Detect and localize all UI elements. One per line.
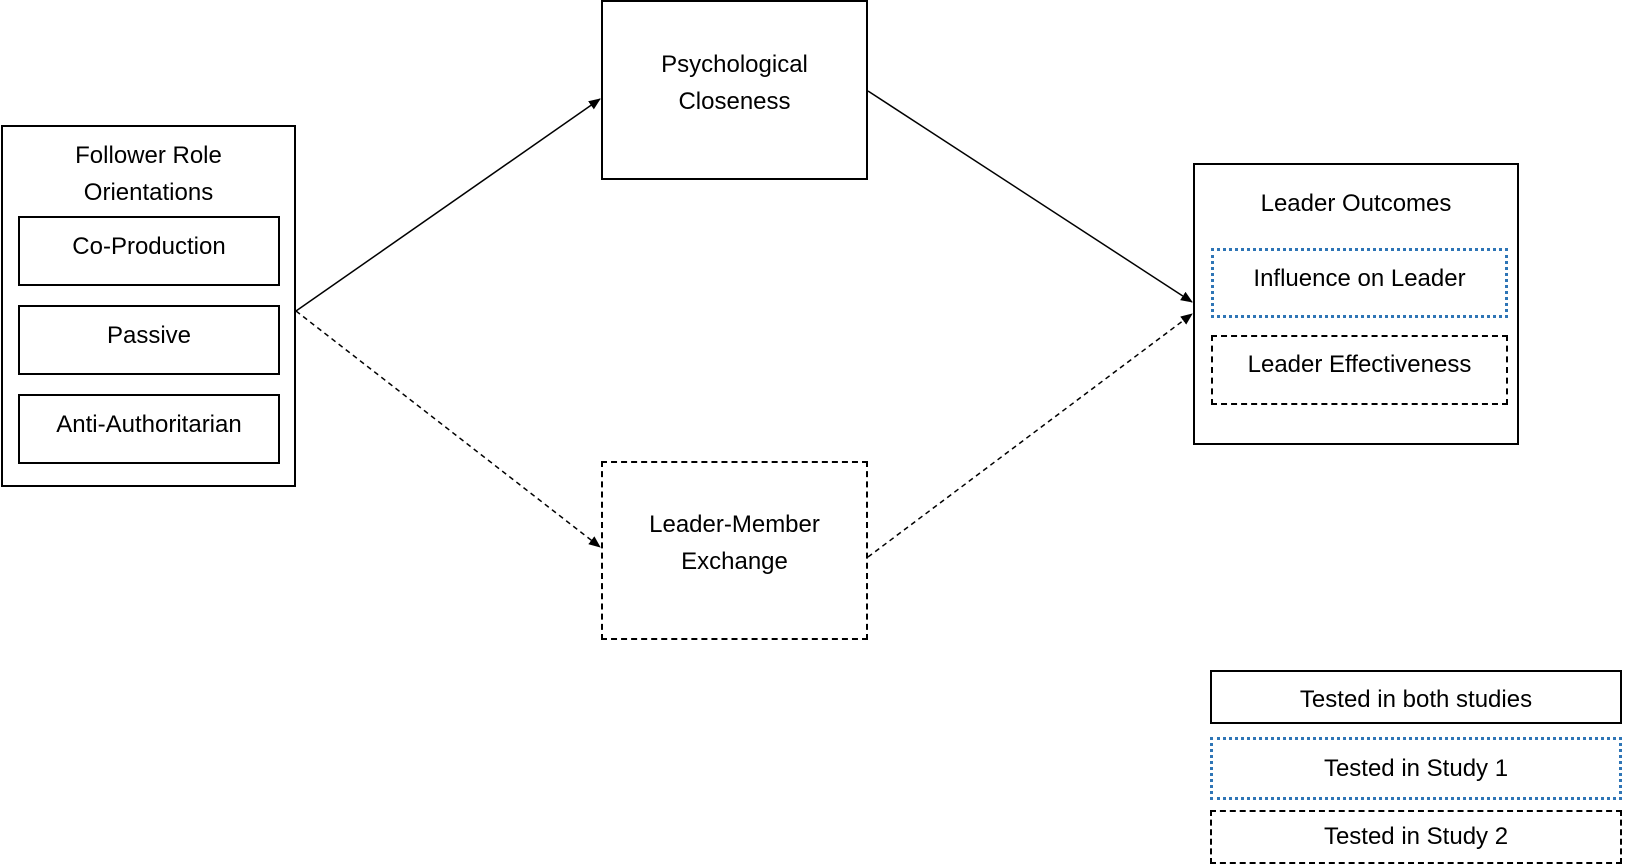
psychological-closeness-box: Psychological Closeness — [601, 0, 868, 180]
follower-role-orientations-title: Follower Role Orientations — [75, 142, 222, 206]
arrow-lmx-to-outcomes — [867, 313, 1193, 558]
legend-study-1-label: Tested in Study 1 — [1323, 755, 1509, 782]
passive-label: Passive — [106, 321, 192, 349]
leader-effectiveness-label: Leader Effectiveness — [1247, 350, 1472, 378]
co-production-box: Co-Production — [18, 216, 280, 286]
leader-effectiveness-box: Leader Effectiveness — [1211, 335, 1508, 405]
legend-both-studies-label: Tested in both studies — [1299, 685, 1533, 713]
passive-box: Passive — [18, 305, 280, 375]
leader-outcomes-box: Leader Outcomes Influence on Leader Lead… — [1193, 163, 1519, 445]
psychological-closeness-label: Psychological Closeness — [661, 50, 808, 115]
arrow-closeness-to-outcomes — [867, 90, 1193, 303]
legend-study-2-label: Tested in Study 2 — [1323, 822, 1509, 850]
legend-study-1: Tested in Study 1 — [1210, 737, 1622, 800]
legend-both-studies: Tested in both studies — [1210, 670, 1622, 724]
co-production-label: Co-Production — [72, 232, 226, 260]
anti-authoritarian-box: Anti-Authoritarian — [18, 394, 280, 464]
influence-on-leader-label: Influence on Leader — [1253, 264, 1466, 292]
arrow-follower-to-lmx — [295, 310, 601, 548]
leader-outcomes-title: Leader Outcomes — [1260, 190, 1452, 217]
arrow-follower-to-closeness — [295, 98, 601, 312]
leader-member-exchange-label: Leader-Member Exchange — [649, 511, 820, 575]
legend-study-2: Tested in Study 2 — [1210, 810, 1622, 864]
influence-on-leader-box: Influence on Leader — [1211, 248, 1508, 318]
follower-role-orientations-box: Follower Role Orientations Co-Production… — [1, 125, 296, 487]
leader-member-exchange-box: Leader-Member Exchange — [601, 461, 868, 640]
anti-authoritarian-label: Anti-Authoritarian — [56, 410, 242, 438]
